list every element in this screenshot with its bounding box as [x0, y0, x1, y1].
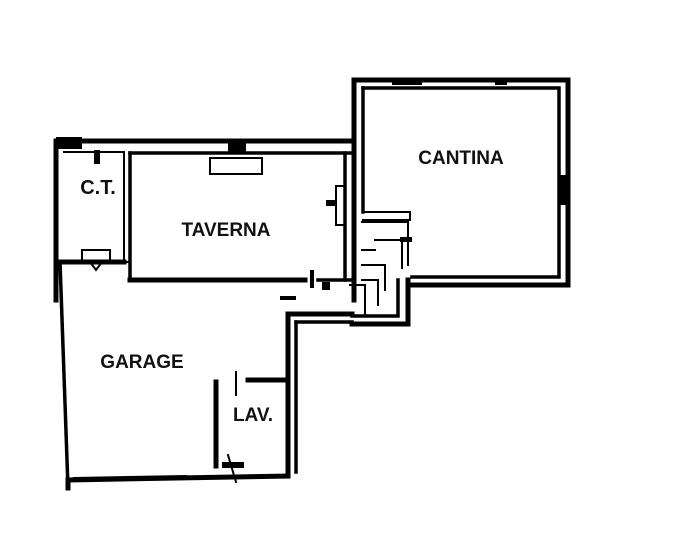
ct-walls	[53, 137, 127, 303]
room-label-taverna: TAVERNA	[181, 220, 270, 241]
room-label-cantina: CANTINA	[418, 148, 504, 169]
taverna-walls	[53, 138, 357, 300]
cantina-walls	[351, 77, 571, 303]
room-label-ct: C.T.	[80, 177, 116, 199]
room-label-garage: GARAGE	[100, 352, 183, 373]
staircase	[349, 221, 412, 327]
lav-walls	[213, 371, 291, 484]
garage-walls	[58, 260, 355, 491]
room-label-lav: LAV.	[233, 405, 273, 426]
